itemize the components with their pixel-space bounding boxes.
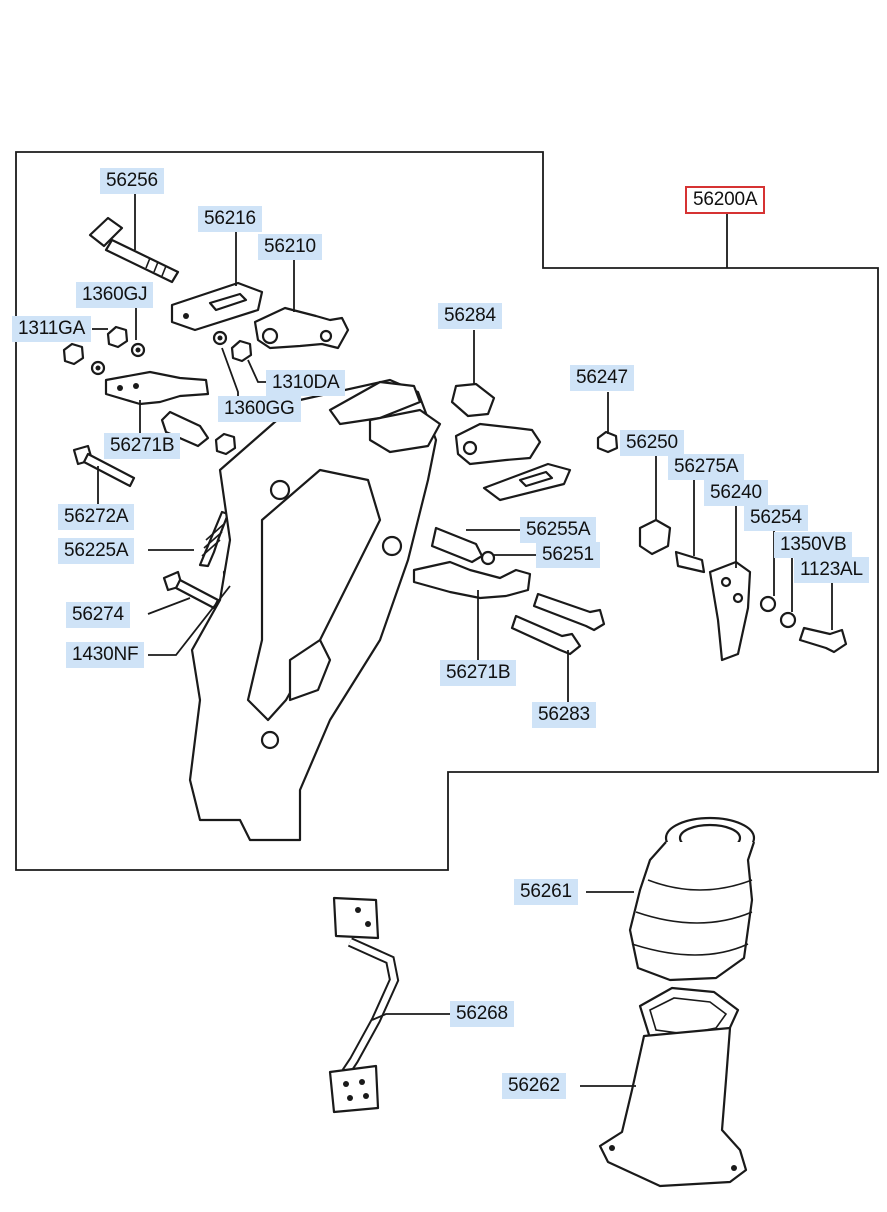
assembly-boundary — [15, 151, 879, 871]
callout-56284[interactable]: 56284 — [438, 303, 502, 329]
callout-56262[interactable]: 56262 — [502, 1073, 566, 1099]
pedal-bracket — [188, 378, 442, 842]
nut-56247 — [596, 430, 619, 454]
callout-1360gg[interactable]: 1360GG — [218, 396, 301, 422]
callout-1360gj[interactable]: 1360GJ — [76, 282, 154, 308]
callout-56251[interactable]: 56251 — [536, 542, 600, 568]
callout-56250[interactable]: 56250 — [620, 430, 684, 456]
callout-56275a[interactable]: 56275A — [668, 454, 745, 480]
clevis-right — [454, 422, 572, 502]
callout-56274[interactable]: 56274 — [66, 602, 130, 628]
housing-56262 — [598, 986, 748, 1188]
callout-56271b-mid[interactable]: 56271B — [440, 660, 517, 686]
bolt-56256 — [88, 216, 180, 284]
stopper-56250 — [638, 518, 672, 556]
callout-56268[interactable]: 56268 — [450, 1001, 514, 1027]
plate-56216 — [170, 281, 264, 332]
bracket-56271b-left — [104, 370, 210, 406]
clevis-56210 — [253, 306, 350, 350]
washer-56251 — [480, 550, 496, 566]
rod-56268 — [328, 896, 400, 1114]
callout-1430nf[interactable]: 1430NF — [66, 642, 145, 668]
callout-56210[interactable]: 56210 — [258, 234, 322, 260]
bolt-1123al — [798, 626, 848, 654]
bushing-56284 — [450, 382, 496, 418]
bolts-56283 — [510, 592, 606, 656]
callout-56200a[interactable]: 56200A — [685, 186, 766, 214]
spring-56275a — [674, 550, 706, 574]
callout-56255a[interactable]: 56255A — [520, 517, 597, 543]
callout-56283[interactable]: 56283 — [532, 702, 596, 728]
bushing-56255a — [430, 526, 484, 564]
callout-1310da[interactable]: 1310DA — [266, 370, 346, 396]
callout-56271b-left[interactable]: 56271B — [104, 433, 181, 459]
callout-56256[interactable]: 56256 — [100, 168, 164, 194]
bolt-56272a — [72, 444, 136, 488]
bushing-left — [160, 410, 210, 448]
callout-56216[interactable]: 56216 — [198, 206, 262, 232]
washer-1350vb — [779, 611, 797, 629]
callout-1350vb[interactable]: 1350VB — [774, 532, 853, 558]
callout-56240[interactable]: 56240 — [704, 480, 768, 506]
lever-56240 — [708, 560, 752, 662]
callout-56225a[interactable]: 56225A — [58, 538, 135, 564]
callout-56254[interactable]: 56254 — [744, 505, 808, 531]
washer-56254 — [759, 595, 777, 613]
callout-1123al[interactable]: 1123AL — [794, 557, 869, 583]
callout-56247[interactable]: 56247 — [570, 365, 634, 391]
callout-1311ga[interactable]: 1311GA — [12, 316, 92, 342]
bracket-56271b-mid — [412, 560, 532, 600]
hardware-left — [62, 325, 253, 456]
callout-56261[interactable]: 56261 — [514, 879, 578, 905]
callout-56272a[interactable]: 56272A — [58, 504, 135, 530]
leader-lines — [92, 192, 833, 1087]
bolt-56274 — [162, 570, 220, 610]
boot-56261 — [628, 816, 756, 982]
